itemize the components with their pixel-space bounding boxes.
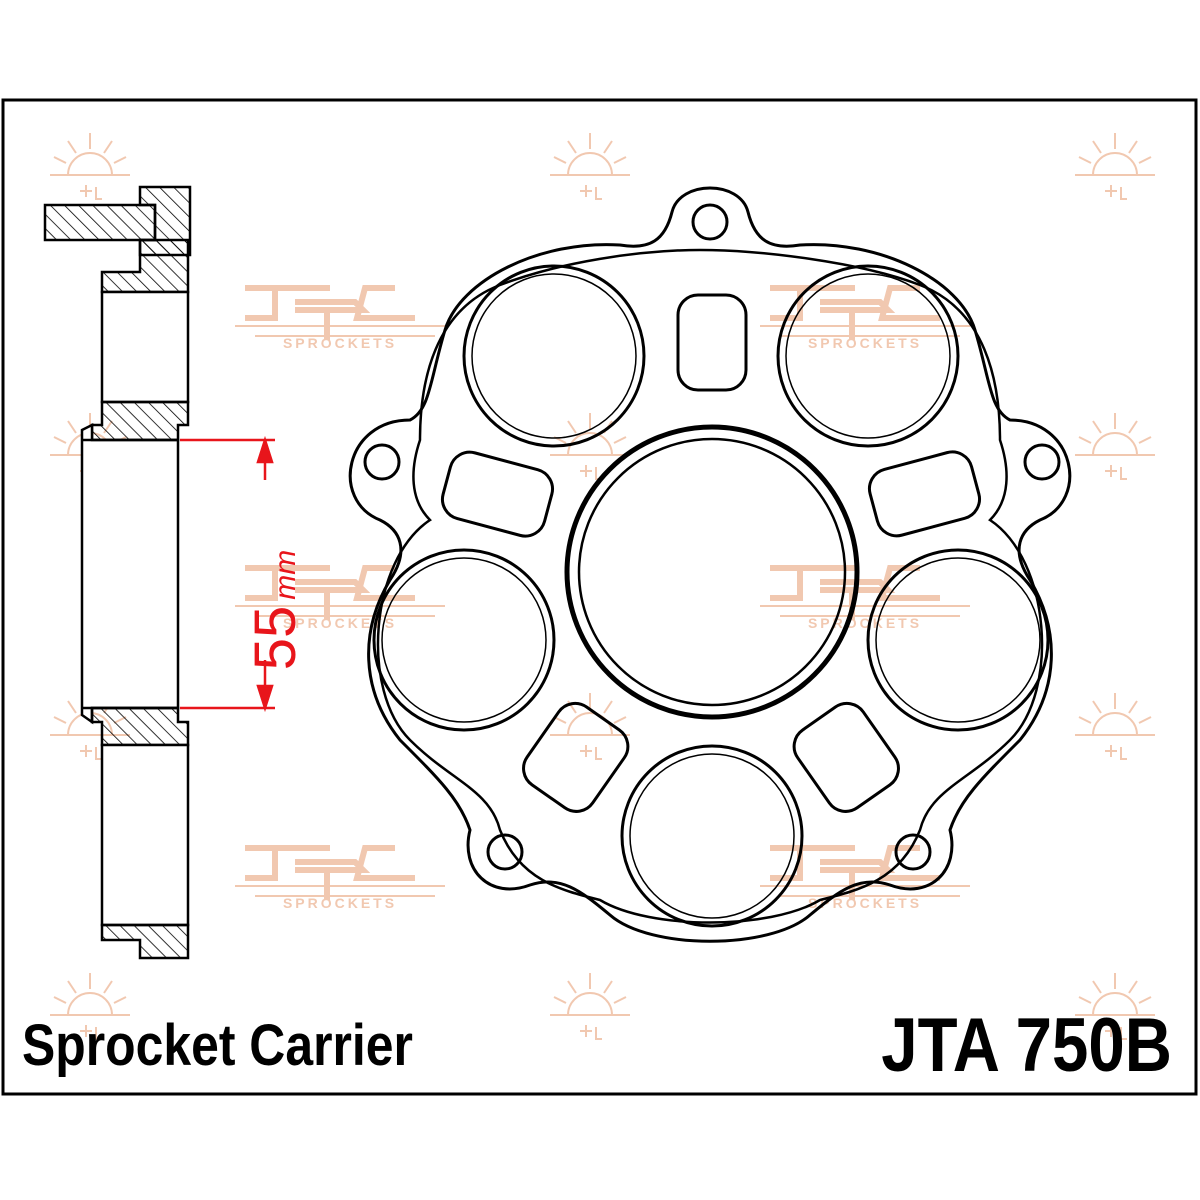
bolt-hole: [1023, 443, 1061, 481]
bolt-hole: [363, 443, 401, 481]
bolt-hole: [894, 833, 932, 871]
slot-hole: [522, 701, 630, 813]
lightening-hole: [620, 744, 804, 928]
slot-hole: [440, 450, 554, 538]
lightening-hole: [462, 264, 646, 448]
side-section-view: [43, 185, 192, 960]
outer-contour: [348, 186, 1072, 943]
central-bore: [564, 424, 860, 720]
stud: [43, 203, 157, 242]
lightening-hole: [471, 273, 637, 439]
part-number: JTA 750B: [881, 1003, 1172, 1088]
dimension-label: 55 mm: [242, 550, 308, 671]
lightening-hole: [875, 557, 1041, 723]
slot-hole: [676, 293, 748, 392]
dimension-value: 55: [243, 605, 308, 671]
lightening-hole: [372, 548, 556, 732]
dimension-unit: mm: [269, 549, 302, 600]
lightening-hole: [866, 548, 1050, 732]
lightening-hole: [381, 557, 547, 723]
part-type-label: Sprocket Carrier: [22, 1013, 413, 1078]
lightening-hole: [776, 264, 960, 448]
bolt-hole: [486, 833, 524, 871]
bore-dimension: [180, 435, 275, 713]
lightening-hole: [629, 753, 795, 919]
watermark-layer: [49, 132, 1156, 1040]
slot-hole: [867, 450, 981, 538]
bolt-hole: [691, 203, 729, 241]
lightening-hole: [785, 273, 951, 439]
inner-contour: [376, 248, 1044, 924]
central-bore-inner: [577, 437, 847, 707]
front-view: [348, 186, 1072, 943]
slot-hole: [792, 701, 900, 813]
drawing-border: [1, 98, 1198, 1096]
